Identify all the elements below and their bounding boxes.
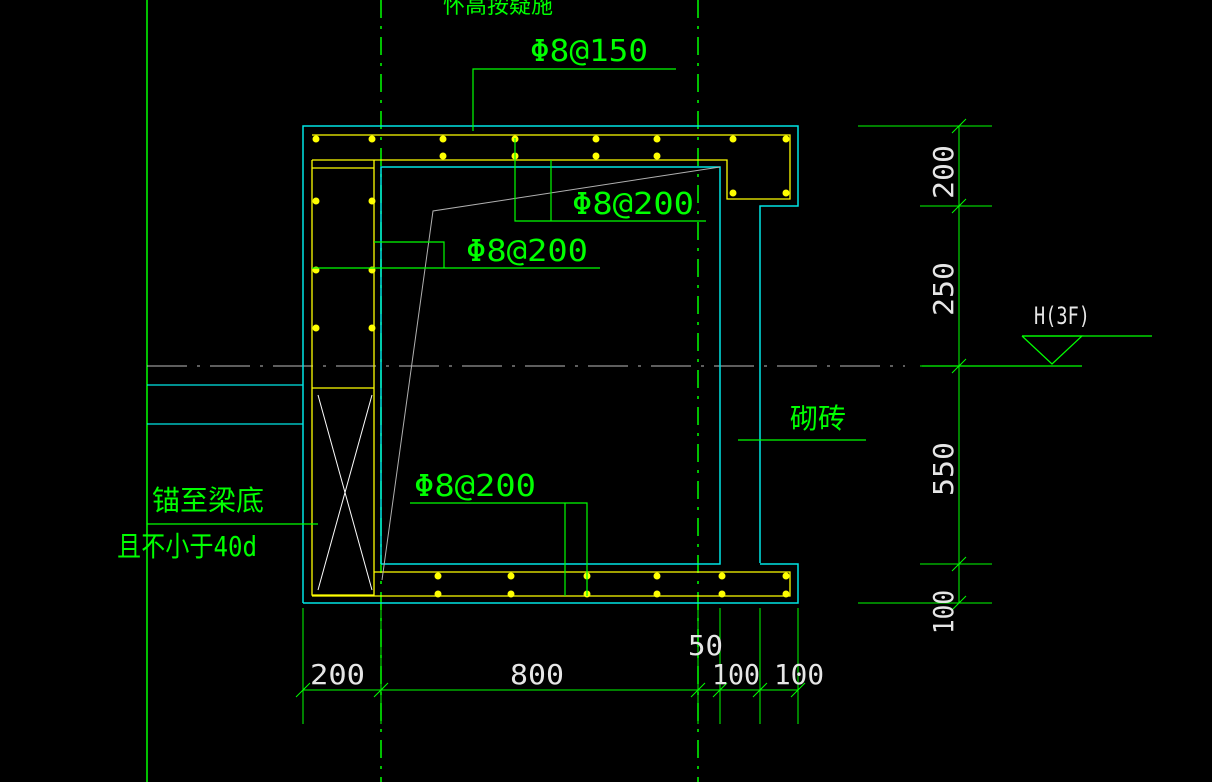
dim-h-100b: 100 xyxy=(774,658,824,691)
label-bottom-rebar: Φ8@200 xyxy=(414,469,536,504)
leader-top-rebar xyxy=(472,68,676,131)
annotation-leaders xyxy=(147,68,866,596)
top-slab-rebar-outer xyxy=(312,134,791,200)
label-anchor-line2: 且不小于40d xyxy=(117,530,257,563)
rebar-dot xyxy=(782,189,790,197)
leader-bottom xyxy=(410,502,588,596)
rebar-dot xyxy=(782,135,790,143)
dim-h-800: 800 xyxy=(510,658,564,691)
rebar-dot xyxy=(592,152,600,160)
dim-v-550: 550 xyxy=(927,442,960,496)
rebar-dot xyxy=(782,572,790,580)
rebar-dot xyxy=(718,572,726,580)
rebar-dot xyxy=(312,135,320,143)
rebar-dots xyxy=(312,135,790,598)
rebar-dot xyxy=(782,590,790,598)
label-inner-top-rebar: Φ8@200 xyxy=(572,187,694,222)
rebar-cages xyxy=(311,134,791,597)
dim-v-100: 100 xyxy=(927,590,960,634)
rebar-dot xyxy=(434,572,442,580)
rebar-dot xyxy=(718,590,726,598)
rebar-dot xyxy=(439,152,447,160)
rebar-dot xyxy=(439,135,447,143)
left-beam xyxy=(147,384,303,425)
label-inner-side-rebar: Φ8@200 xyxy=(466,234,588,269)
label-top-rebar: Φ8@150 xyxy=(530,34,648,69)
rebar-dot xyxy=(368,197,376,205)
dim-v-250: 250 xyxy=(927,262,960,316)
rebar-dot xyxy=(507,572,515,580)
anchor-cross xyxy=(317,394,373,591)
dim-h-50: 50 xyxy=(688,629,723,662)
rebar-dot xyxy=(653,152,661,160)
rebar-dot xyxy=(653,572,661,580)
bottom-slab-rebar xyxy=(312,571,791,597)
label-top-partial: 怀高按疑施 xyxy=(443,0,553,19)
label-level-mark: H(3F) xyxy=(1034,302,1090,330)
horizontal-dimension xyxy=(295,608,806,724)
rebar-dot xyxy=(592,135,600,143)
rebar-dot xyxy=(507,590,515,598)
rebar-dot xyxy=(729,135,737,143)
left-wall-rebar xyxy=(311,160,375,596)
label-masonry: 砌砖 xyxy=(790,402,846,435)
gray-leaders xyxy=(381,166,721,581)
dim-h-100a: 100 xyxy=(712,658,760,691)
rebar-dot xyxy=(653,590,661,598)
dim-h-200: 200 xyxy=(310,658,365,691)
rebar-dot xyxy=(434,590,442,598)
leader-inner-top xyxy=(514,138,706,222)
label-anchor-line1: 锚至梁底 xyxy=(152,484,264,517)
rebar-dot xyxy=(729,189,737,197)
rebar-dot xyxy=(312,197,320,205)
rebar-dot xyxy=(312,324,320,332)
level-marker xyxy=(922,335,1152,367)
grid-lines xyxy=(146,0,699,782)
rebar-dot xyxy=(368,135,376,143)
rebar-dot xyxy=(653,135,661,143)
vertical-dimension xyxy=(858,118,992,611)
rebar-dot xyxy=(368,324,376,332)
dim-v-200: 200 xyxy=(927,145,960,199)
